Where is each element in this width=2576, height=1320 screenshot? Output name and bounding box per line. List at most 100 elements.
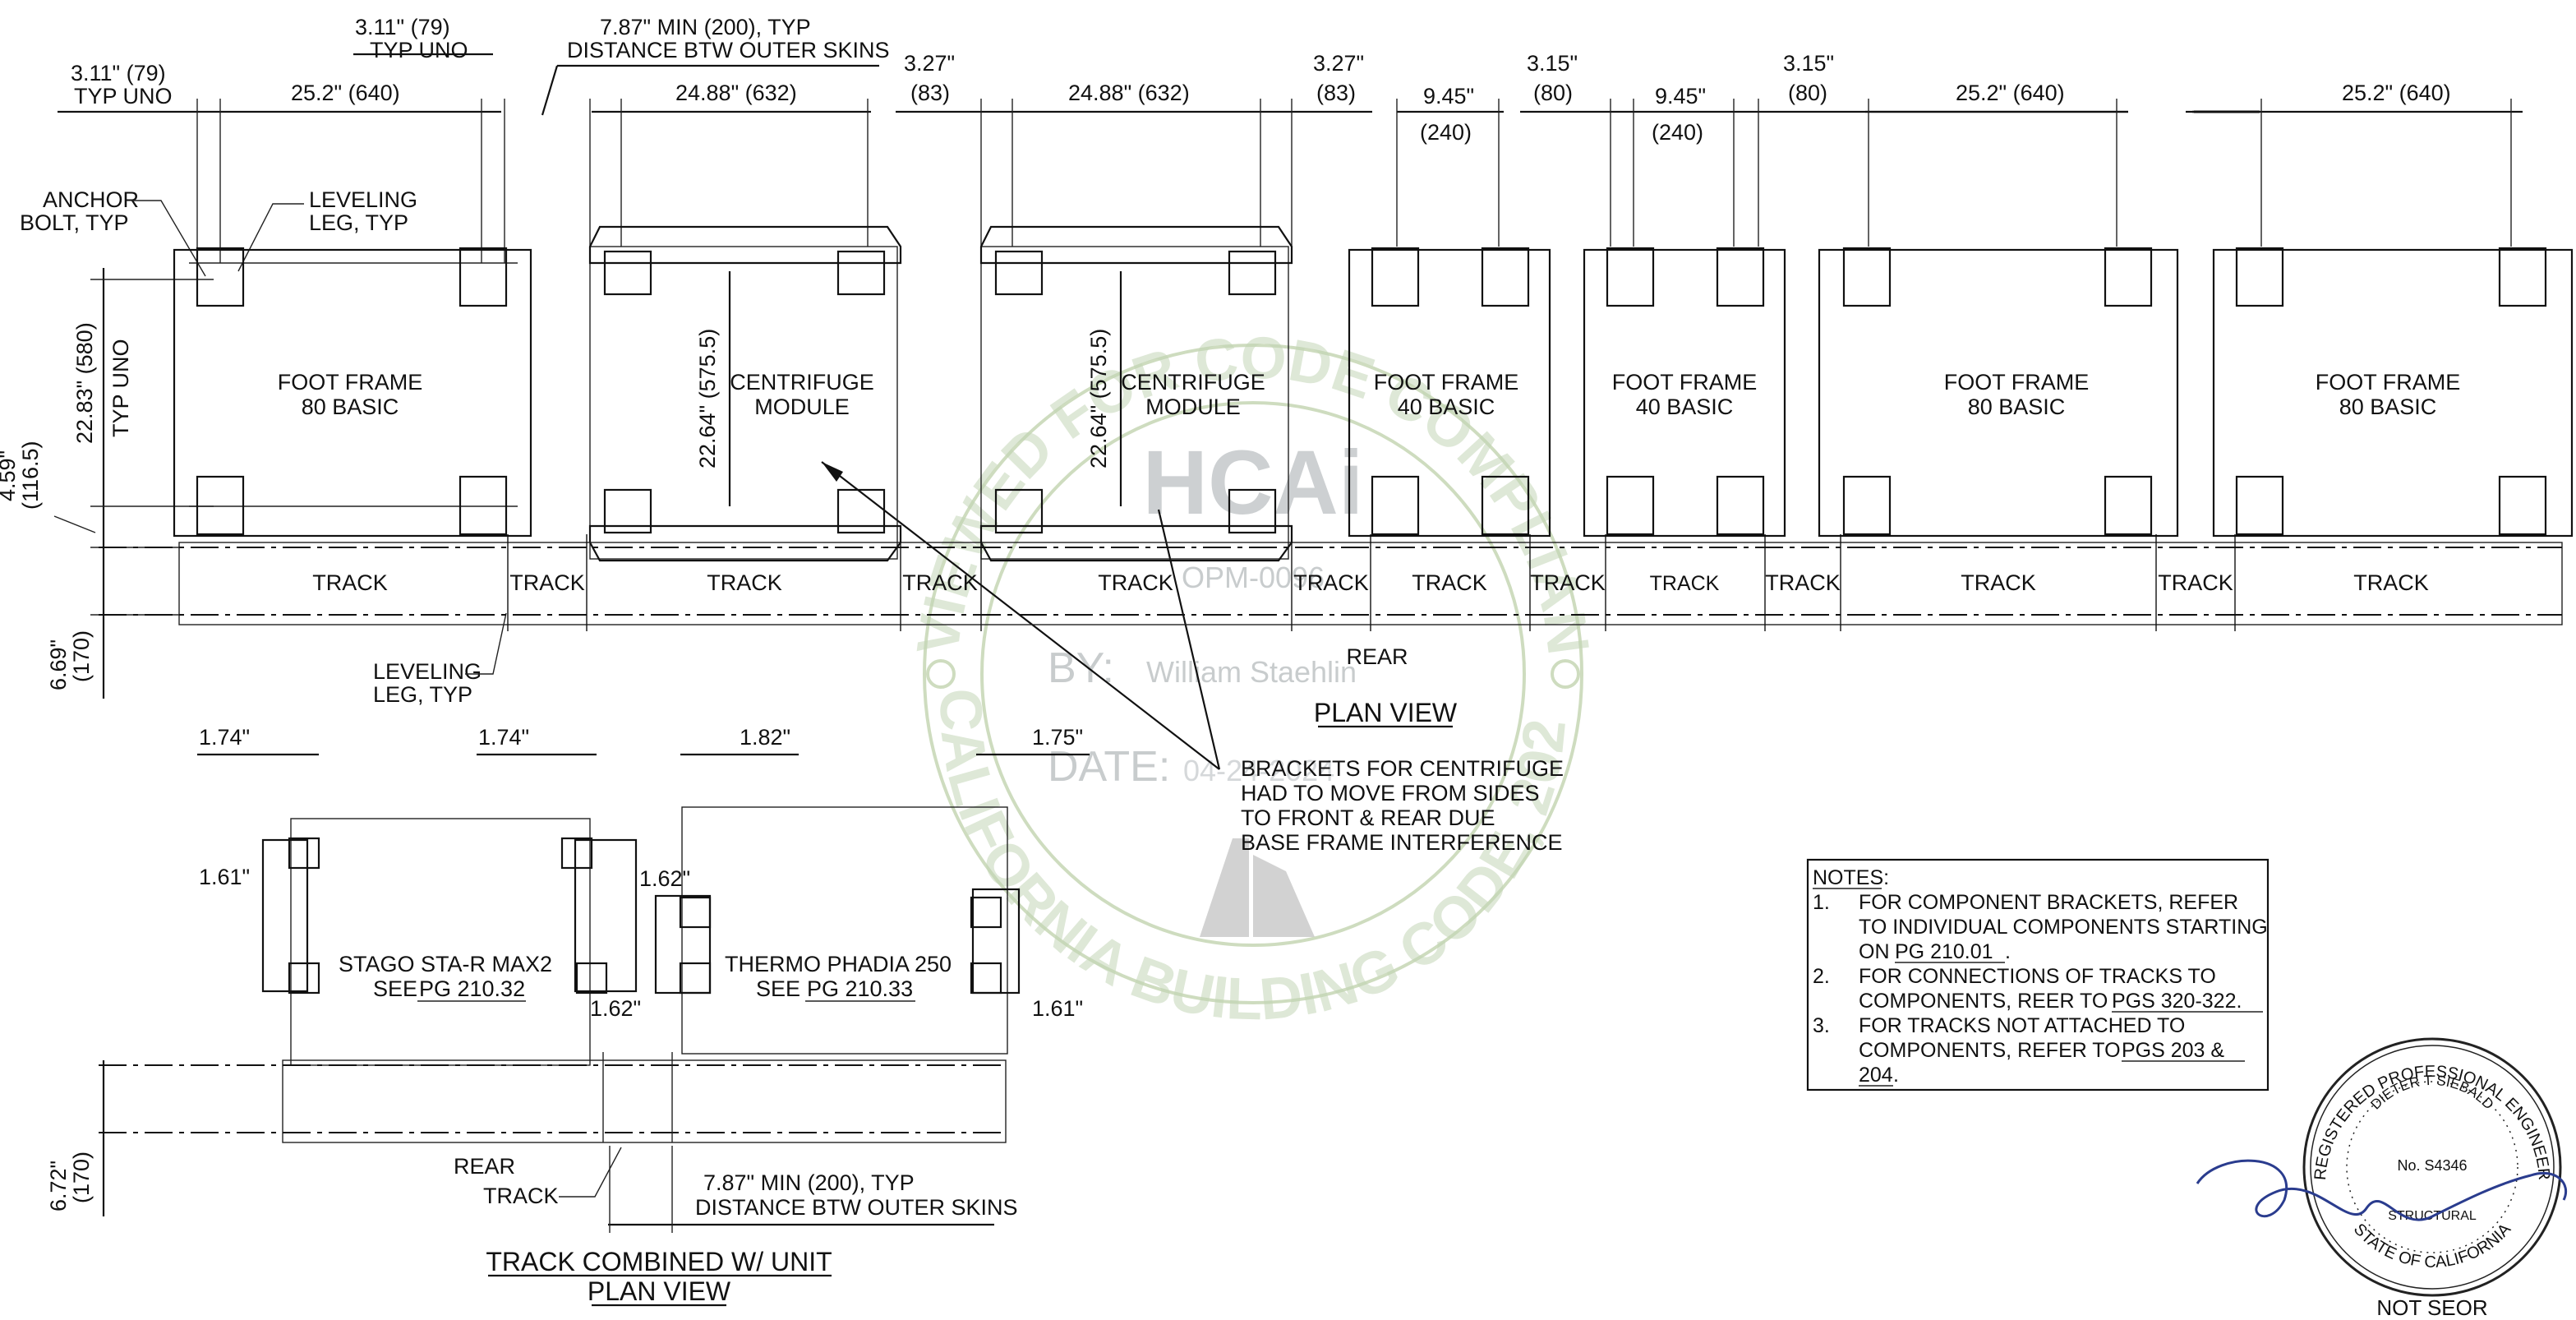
module-centrifuge-a: CENTRIFUGE MODULE [588,225,902,562]
dim-315-b: 3.15" [1783,51,1834,76]
dim-787-min: 7.87" MIN (200), TYP [600,15,811,39]
dim-2488-b: 24.88" (632) [1068,81,1190,105]
watermark-date-label: DATE: [1048,743,1170,791]
module-2-line1: CENTRIFUGE [730,370,874,395]
stago-label: STAGO STA-R MAX2 [339,952,552,976]
module-4-line2: 40 BASIC [1398,395,1495,419]
notes-box: NOTES: 1. FOR COMPONENT BRACKETS, REFER … [1806,858,2270,1092]
note-1-line3-on: ON [1859,940,1890,963]
stago-ref: PG 210.32 [419,976,525,1001]
dim-240-a: (240) [1420,120,1472,145]
note-2-ref: PGS 320-322. [2112,990,2242,1013]
dim-327-a: 3.27" [904,51,955,76]
track-label-11: TRACK [1961,570,2036,595]
dim-2264-b: 22.64" (575.5) [1086,329,1111,468]
dim-327-b: 3.27" [1313,51,1364,76]
dim-170-b: (170) [69,1152,94,1203]
dim-240-b: (240) [1652,120,1703,145]
seal-state: STATE OF CALIFORNIA [2350,1220,2515,1272]
note-3-line2: COMPONENTS, REFER TO [1859,1039,2121,1062]
dim-174-b: 1.74" [478,725,529,750]
module-4-line1: FOOT FRAME [1374,370,1519,395]
note-3-num: 3. [1813,1014,1830,1037]
dim-315-a: 3.15" [1527,51,1578,76]
watermark-date-value: 04-24-2024 [1183,754,1334,787]
track-label-2: TRACK [509,570,585,595]
module-foot-frame-40-a: FOOT FRAME 40 BASIC [1348,247,1551,538]
module-1-line2: 80 BASIC [302,395,399,419]
dim-80-b: (80) [1788,81,1827,105]
track-row: TRACK TRACK TRACK TRACK TRACK TRACK TRAC… [99,534,2563,728]
notes-heading: NOTES: [1813,866,1889,889]
stago-see: SEE [373,976,417,1001]
track-label-3: TRACK [707,570,782,595]
dim-typ-uno-b: TYP UNO [370,38,468,62]
seal-below: NOT SEOR [2376,1295,2487,1320]
svg-text:STATE OF CALIFORNIA: STATE OF CALIFORNIA [2350,1220,2515,1272]
dim-80-a: (80) [1533,81,1573,105]
track-label-4: TRACK [902,570,978,595]
note-3-end: . [1893,1064,1899,1087]
module-7-line2: 80 BASIC [2339,395,2437,419]
callout-leveling-leg-line1: LEVELING [309,187,417,212]
dim-252-a: 25.2" (640) [291,81,400,105]
thermo-ref: PG 210.33 [807,976,913,1001]
dim-typ-uno-side: TYP UNO [108,339,133,437]
watermark-by-name: William Staehlin [1146,655,1357,689]
thermo-see: SEE [756,976,800,1001]
module-foot-frame-40-b: FOOT FRAME 40 BASIC [1583,247,1786,538]
lower-dim-787-min: 7.87" MIN (200), TYP [703,1170,915,1195]
track-label-9: TRACK [1650,572,1720,595]
track-label-8: TRACK [1530,570,1606,595]
module-6-line2: 80 BASIC [1968,395,2066,419]
module-5-line2: 40 BASIC [1636,395,1734,419]
track-combined-title-line2: PLAN VIEW [588,1276,731,1306]
engineer-seal: REGISTERED PROFESSIONAL ENGINEER DIETER … [2196,1037,2568,1320]
rear-track-label-track: TRACK [483,1184,559,1208]
watermark-opm: OPM-0096 [1182,561,1325,594]
module-foot-frame-80-c: FOOT FRAME 80 BASIC [2212,247,2574,538]
callout-brackets-line3: TO FRONT & REAR DUE [1241,805,1495,830]
dim-175: 1.75" [1032,725,1083,750]
callout-brackets-line1: BRACKETS FOR CENTRIFUGE [1241,756,1564,781]
dim-252-b: 25.2" (640) [1956,81,2065,105]
dim-2488-a: 24.88" (632) [675,81,797,105]
module-1-line1: FOOT FRAME [278,370,423,395]
dim-252-c: 25.2" (640) [2342,81,2451,105]
dim-2264-a: 22.64" (575.5) [695,329,720,468]
dim-161-a: 1.61" [199,865,250,889]
track-label-1: TRACK [312,570,388,595]
callout-anchor-bolt-line2: BOLT, TYP [20,210,129,235]
module-7-line1: FOOT FRAME [2316,370,2461,395]
note-1-line1: FOR COMPONENT BRACKETS, REFER [1859,891,2238,914]
rear-label: REAR [1346,644,1408,669]
note-1-line2: TO INDIVIDUAL COMPONENTS STARTING [1859,916,2268,939]
side-dimensions: 22.83" (580) TYP UNO 4.59" (116.5) 6.69"… [0,268,1122,699]
dim-945-a: 9.45" [1423,84,1474,108]
dim-311-a: 3.11" (79) [71,61,166,85]
module-2-line2: MODULE [754,395,850,419]
dim-2283: 22.83" (580) [72,322,97,444]
module-row: FOOT FRAME 80 BASIC CENTRIFUGE MODULE CE… [173,225,2574,562]
note-1-end: . [2005,940,2011,963]
track-label-6: TRACK [1293,570,1369,595]
module-3-line2: MODULE [1145,395,1241,419]
callout-brackets-line2: HAD TO MOVE FROM SIDES [1241,781,1540,805]
dim-typ-uno-a: TYP UNO [74,84,173,108]
dim-459: 4.59" [0,450,20,501]
rear-track-label-rear: REAR [454,1154,515,1179]
dim-170-a: (170) [69,630,94,682]
track-label-12: TRACK [2158,570,2233,595]
note-1-num: 1. [1813,891,1830,914]
lower-dim-distance-btw-outer: DISTANCE BTW OUTER SKINS [695,1195,1018,1220]
callout-leveling-leg-low-line2: LEG, TYP [373,682,472,707]
seal-number: No. S4346 [2397,1157,2467,1174]
note-3-ref1: PGS 203 & [2122,1039,2224,1062]
module-centrifuge-b: CENTRIFUGE MODULE [979,225,1293,562]
dim-669: 6.69" [46,639,71,690]
note-3-line1: FOR TRACKS NOT ATTACHED TO [1859,1014,2185,1037]
lower-detail: 1.74" 1.74" 1.82" 1.75" 1.61" 1.62" 1.62… [46,725,1090,1307]
module-foot-frame-80-a: FOOT FRAME 80 BASIC [173,247,532,538]
module-5-line1: FOOT FRAME [1612,370,1758,395]
